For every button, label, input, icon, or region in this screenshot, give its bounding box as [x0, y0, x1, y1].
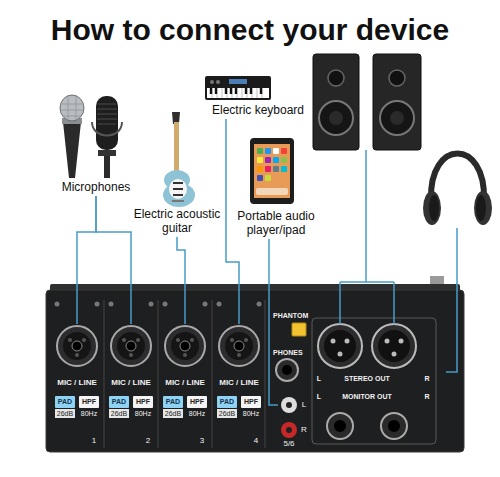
cable-line	[177, 237, 185, 324]
pad-button: PAD	[217, 396, 237, 408]
dynamic-microphone	[60, 95, 84, 178]
device-label: Electric acoustic guitar	[132, 207, 222, 235]
diagram-title: How to connect your device	[0, 12, 500, 48]
cable-line	[269, 239, 278, 405]
channel-strip: MIC / LINE PAD26dB HPF80Hz 1	[50, 324, 104, 452]
tablet	[250, 138, 294, 204]
panel-label: L	[314, 392, 324, 401]
device-node: Electric keyboard	[203, 103, 313, 117]
condenser-microphone	[92, 96, 122, 178]
pad-button: PAD	[163, 396, 183, 408]
port-label: MIC / LINE	[212, 378, 266, 388]
pad-value: 26dB	[55, 409, 75, 418]
device-node: Electric acoustic guitar	[132, 207, 222, 235]
device-label: Microphones	[51, 180, 141, 194]
studio-speakers	[313, 54, 421, 150]
mixer-body	[46, 276, 464, 452]
headphones	[423, 154, 492, 226]
port-label: MIC / LINE	[104, 378, 158, 388]
channel-number: 2	[142, 436, 154, 446]
panel-label: R	[422, 374, 432, 383]
channel-side: L	[299, 400, 309, 410]
panel-label: STEREO OUT	[337, 374, 397, 383]
hpf-value: 80Hz	[241, 409, 261, 418]
hpf-button: HPF	[79, 396, 99, 408]
hpf-value: 80Hz	[187, 409, 207, 418]
hpf-value: 80Hz	[133, 409, 153, 418]
channel-strip: MIC / LINE PAD26dB HPF80Hz 4	[212, 324, 266, 452]
device-node: Portable audio player/ipad	[232, 209, 320, 237]
channel-number: 1	[88, 436, 100, 446]
panel-label: PHONES	[273, 348, 313, 357]
panel-label: L	[314, 374, 324, 383]
hpf-button: HPF	[187, 396, 207, 408]
rca-input: L R 5/6	[278, 394, 314, 452]
hpf-button: HPF	[241, 396, 261, 408]
port-label: MIC / LINE	[50, 378, 104, 388]
pad-button: PAD	[55, 396, 75, 408]
electric-guitar	[163, 112, 195, 207]
channel-strip: MIC / LINE PAD26dB HPF80Hz 3	[158, 324, 212, 452]
channel-number: 3	[196, 436, 208, 446]
keyboard-instrument	[205, 76, 271, 100]
port-label: MIC / LINE	[158, 378, 212, 388]
channel-number: 4	[250, 436, 262, 446]
panel-label: R	[422, 392, 432, 401]
cable-line	[96, 196, 131, 324]
device-node: Microphones	[51, 180, 141, 194]
device-label: Electric keyboard	[203, 103, 313, 117]
cable-line	[226, 119, 239, 324]
channel-strip: MIC / LINE PAD26dB HPF80Hz 2	[104, 324, 158, 452]
hpf-button: HPF	[133, 396, 153, 408]
pad-value: 26dB	[217, 409, 237, 418]
pad-value: 26dB	[109, 409, 129, 418]
pad-value: 26dB	[163, 409, 183, 418]
device-label: Portable audio player/ipad	[232, 209, 320, 237]
input-number: 5/6	[278, 439, 300, 449]
hpf-value: 80Hz	[79, 409, 99, 418]
panel-label: MONITOR OUT	[332, 392, 402, 401]
panel-label: PHANTOM	[273, 311, 313, 320]
channel-side: R	[299, 425, 309, 435]
cable-leaders	[340, 150, 457, 372]
pad-button: PAD	[109, 396, 129, 408]
cable-line	[77, 196, 96, 324]
